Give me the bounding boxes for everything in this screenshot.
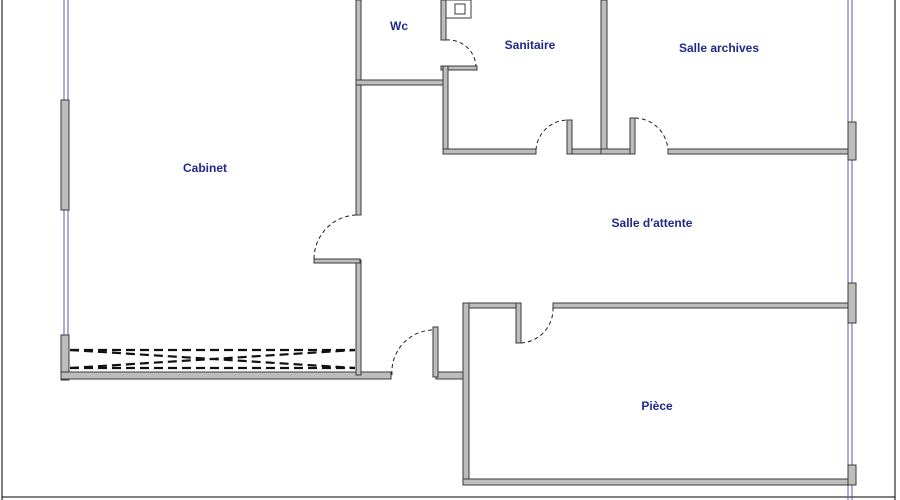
wall-sanitaire-bottom-left bbox=[442, 148, 537, 155]
window-lines bbox=[63, 0, 853, 500]
wall-cabinet-right-lower bbox=[355, 259, 362, 376]
wall-cabinet-door-stub bbox=[313, 258, 361, 264]
wall-wc-door-stub bbox=[440, 65, 478, 71]
wall-piece-top-right bbox=[552, 302, 851, 309]
door-archives-arc bbox=[634, 117, 669, 151]
room-label-sanitaire: Sanitaire bbox=[505, 38, 556, 52]
walls bbox=[60, 0, 857, 486]
wall-hall-bottom-stub bbox=[435, 371, 467, 380]
wall-right-pier-mid bbox=[847, 282, 857, 324]
doors bbox=[313, 39, 669, 376]
room-label-cabinet: Cabinet bbox=[183, 161, 227, 175]
wall-piece-door-jamb bbox=[515, 302, 522, 344]
cabinet-dashed-band bbox=[69, 348, 356, 370]
room-label-wc: Wc bbox=[390, 19, 408, 33]
wall-piece-bottom bbox=[462, 478, 857, 486]
door-sanitaire-arc bbox=[535, 119, 569, 151]
room-label-attente: Salle d'attente bbox=[612, 216, 693, 230]
room-label-archives: Salle archives bbox=[679, 41, 759, 55]
wall-left-pier-bottom bbox=[60, 334, 70, 381]
wall-sanitaire-door-jamb bbox=[566, 119, 573, 155]
wall-archives-bottom-left bbox=[600, 148, 634, 155]
room-labels: Wc Sanitaire Salle archives Cabinet Sall… bbox=[183, 19, 759, 413]
wall-wc-shaft-inner bbox=[454, 3, 466, 15]
wall-sanitaire-left bbox=[442, 65, 449, 155]
room-label-piece: Pièce bbox=[641, 399, 673, 413]
wall-right-pier-top bbox=[847, 121, 857, 161]
wall-cabinet-bottom bbox=[60, 371, 392, 380]
wall-wc-bottom bbox=[355, 79, 447, 86]
wall-wc-right bbox=[440, 0, 447, 41]
wall-right-pier-bottom bbox=[847, 464, 857, 486]
wall-hall-door-jamb bbox=[432, 326, 439, 378]
wall-archives-bottom-right bbox=[667, 148, 851, 155]
wall-left-pier bbox=[60, 99, 70, 211]
door-wc-arc bbox=[445, 39, 477, 67]
door-piece-arc bbox=[520, 307, 554, 344]
wall-piece-left bbox=[462, 302, 470, 486]
wall-archives-door-jamb bbox=[629, 117, 636, 155]
door-cabinet-arc bbox=[313, 214, 357, 260]
wall-cabinet-right-upper bbox=[355, 0, 362, 216]
wall-piece-top-left bbox=[462, 302, 521, 309]
wall-archives-left bbox=[600, 0, 608, 155]
wall-sanitaire-bottom-right bbox=[567, 148, 605, 155]
door-hall-arc bbox=[391, 329, 435, 376]
